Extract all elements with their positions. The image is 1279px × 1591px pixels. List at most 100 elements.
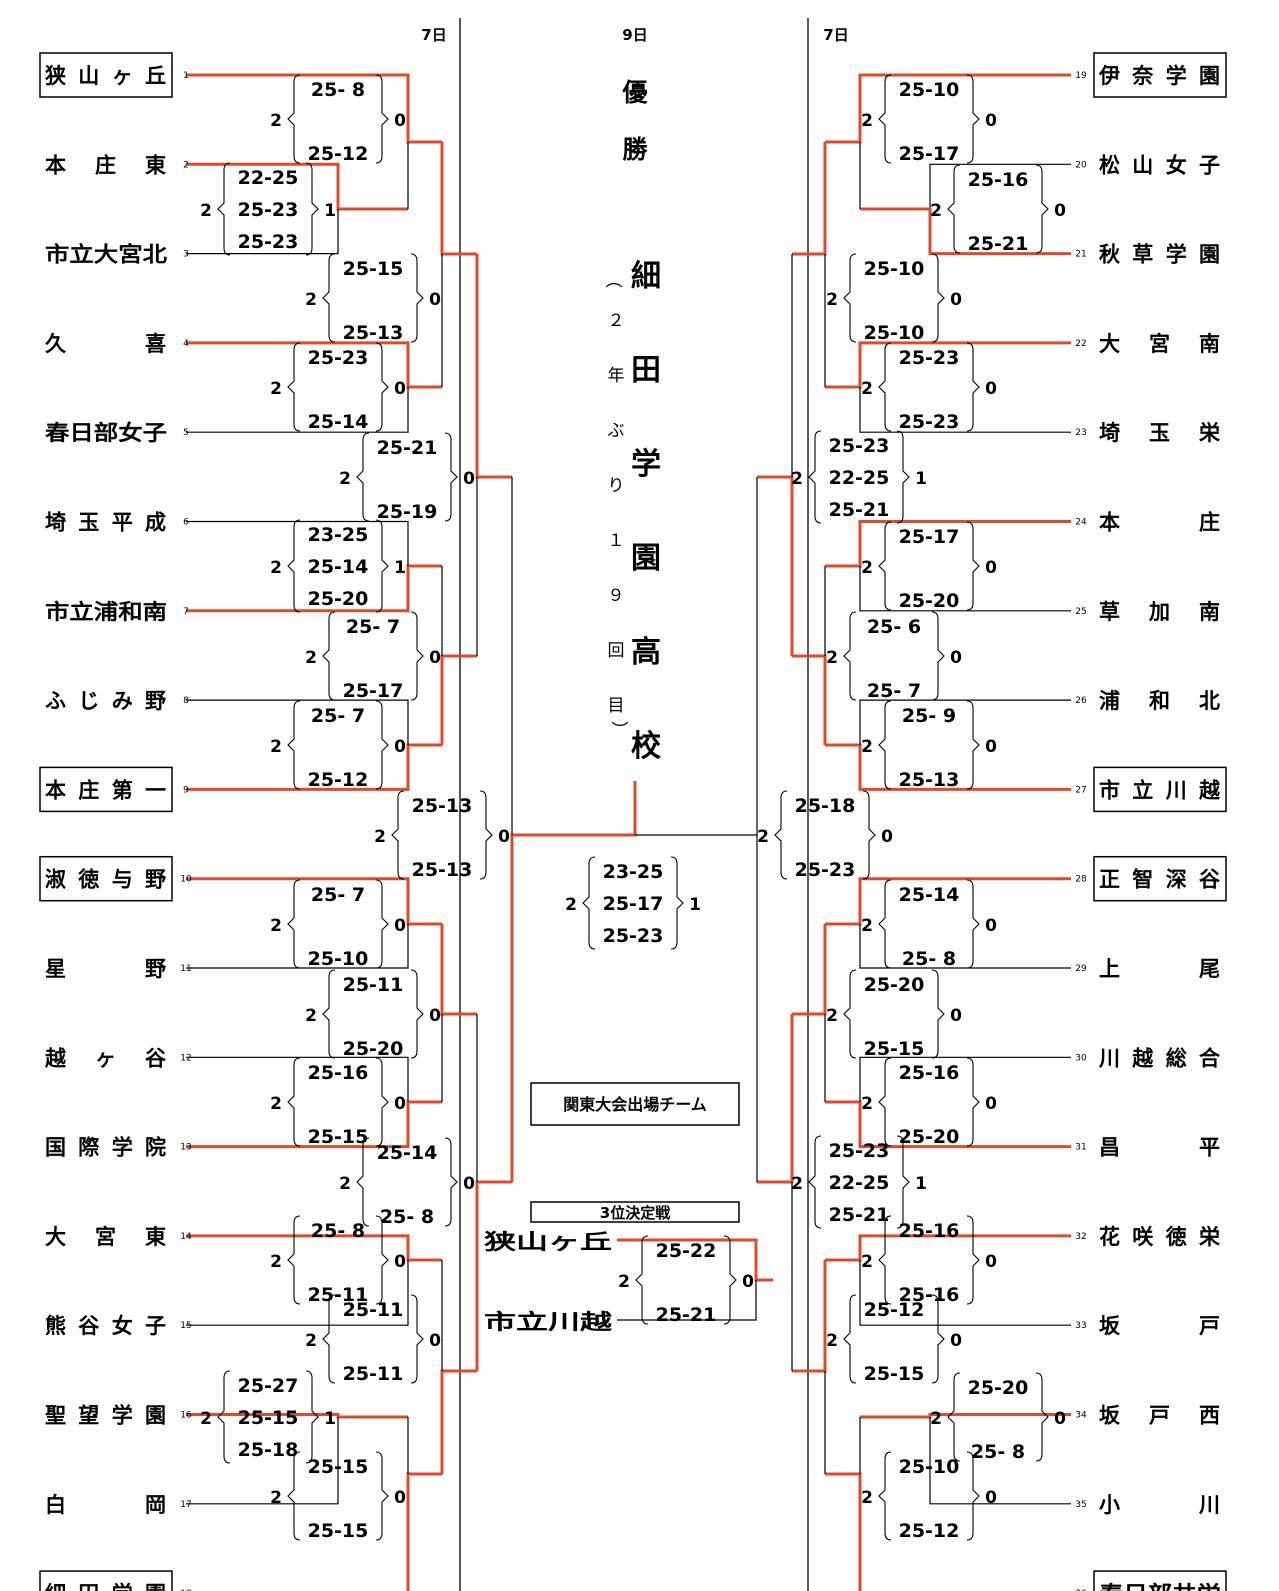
- brace-left: [322, 611, 336, 701]
- set-score: 25-10: [308, 948, 369, 970]
- champion-note-char: ２: [608, 311, 625, 331]
- brace-left: [287, 74, 301, 164]
- sets-won: 2: [791, 469, 803, 489]
- team-number: 17: [180, 1500, 191, 1510]
- team-name: 春日部女子: [45, 421, 167, 445]
- set-score: 25-20: [308, 588, 369, 610]
- sets-won: 2: [270, 111, 282, 131]
- team-number: 3: [183, 250, 189, 260]
- bracket-line: [757, 1014, 794, 1184]
- sets-lost: 0: [985, 737, 997, 757]
- brace-right: [410, 1294, 424, 1384]
- set-score: 25-12: [899, 1520, 960, 1542]
- sets-won: 2: [861, 737, 873, 757]
- team-name: 伊奈学園: [1098, 64, 1220, 88]
- sets-lost: 0: [429, 290, 441, 310]
- sets-lost: 0: [498, 827, 510, 847]
- team-number: 8: [183, 696, 189, 706]
- brace-right: [375, 700, 389, 790]
- set-score: 25-17: [343, 680, 404, 702]
- bracket-line: [186, 743, 442, 791]
- sets-lost: 0: [429, 1331, 441, 1351]
- brace-right: [375, 1451, 389, 1541]
- brace-left: [808, 430, 822, 524]
- team-name: 星野: [45, 957, 166, 981]
- set-score: 25-14: [308, 556, 369, 578]
- sets-lost: 0: [1054, 201, 1066, 221]
- brace-left: [287, 700, 301, 790]
- brace-left: [217, 162, 231, 256]
- bracket-line: [186, 1413, 408, 1419]
- bracket-line: [186, 162, 408, 211]
- set-score: 25-16: [899, 1220, 960, 1242]
- champion-team-char: 高: [631, 635, 661, 670]
- team-name: 本庄東: [45, 153, 166, 177]
- bracket-line: [859, 1260, 1071, 1326]
- set-score: 25-13: [412, 859, 473, 881]
- set-score: 25- 7: [867, 680, 921, 702]
- brace-right: [896, 1135, 910, 1229]
- team-name: 坂戸西: [1099, 1404, 1220, 1428]
- set-score: 25- 9: [902, 705, 956, 727]
- sets-won: 2: [270, 558, 282, 578]
- brace-right: [305, 162, 319, 256]
- bracket-line: [825, 520, 1071, 568]
- team-number: 27: [1075, 785, 1086, 795]
- third-place-label: 3位決定戦: [600, 1204, 671, 1222]
- sets-lost: 1: [324, 201, 336, 221]
- set-score: 25-17: [899, 526, 960, 548]
- brace-right: [723, 1235, 737, 1325]
- team-number: 9: [183, 785, 189, 795]
- brace-left: [808, 1135, 822, 1229]
- brace-right: [670, 856, 684, 950]
- champion-note-char: り: [608, 476, 625, 496]
- set-score: 22-25: [829, 1172, 890, 1194]
- sets-won: 2: [200, 201, 212, 221]
- team-name: 松山女子: [1099, 153, 1220, 177]
- sets-lost: 0: [463, 469, 475, 489]
- brace-right: [966, 1057, 980, 1147]
- sets-lost: 0: [742, 1272, 754, 1292]
- sets-lost: 0: [985, 1252, 997, 1272]
- set-score: 25-19: [377, 501, 438, 523]
- set-score: 25-23: [603, 925, 664, 947]
- sets-lost: 0: [950, 648, 962, 668]
- sets-won: 2: [930, 1409, 942, 1429]
- team-number: 15: [180, 1321, 191, 1331]
- set-score: 25-23: [795, 859, 856, 881]
- set-score: 25-20: [899, 1126, 960, 1148]
- team-number: 7: [183, 607, 189, 617]
- sets-lost: 1: [915, 1174, 927, 1194]
- set-score: 25-11: [343, 1299, 404, 1321]
- sets-won: 2: [565, 895, 577, 915]
- team-number: 14: [180, 1232, 192, 1242]
- brace-right: [931, 1294, 945, 1384]
- sets-lost: 0: [881, 827, 893, 847]
- set-score: 25-17: [899, 143, 960, 165]
- team-name: 秋草学園: [1099, 243, 1220, 267]
- set-score: 25-14: [899, 884, 960, 906]
- set-score: 25- 6: [867, 616, 921, 638]
- team-name: 聖望学園: [45, 1404, 166, 1428]
- bracket-line: [186, 1100, 442, 1149]
- set-score: 23-25: [603, 861, 664, 883]
- bracket-line: [929, 1417, 1071, 1505]
- set-score: 25-23: [899, 347, 960, 369]
